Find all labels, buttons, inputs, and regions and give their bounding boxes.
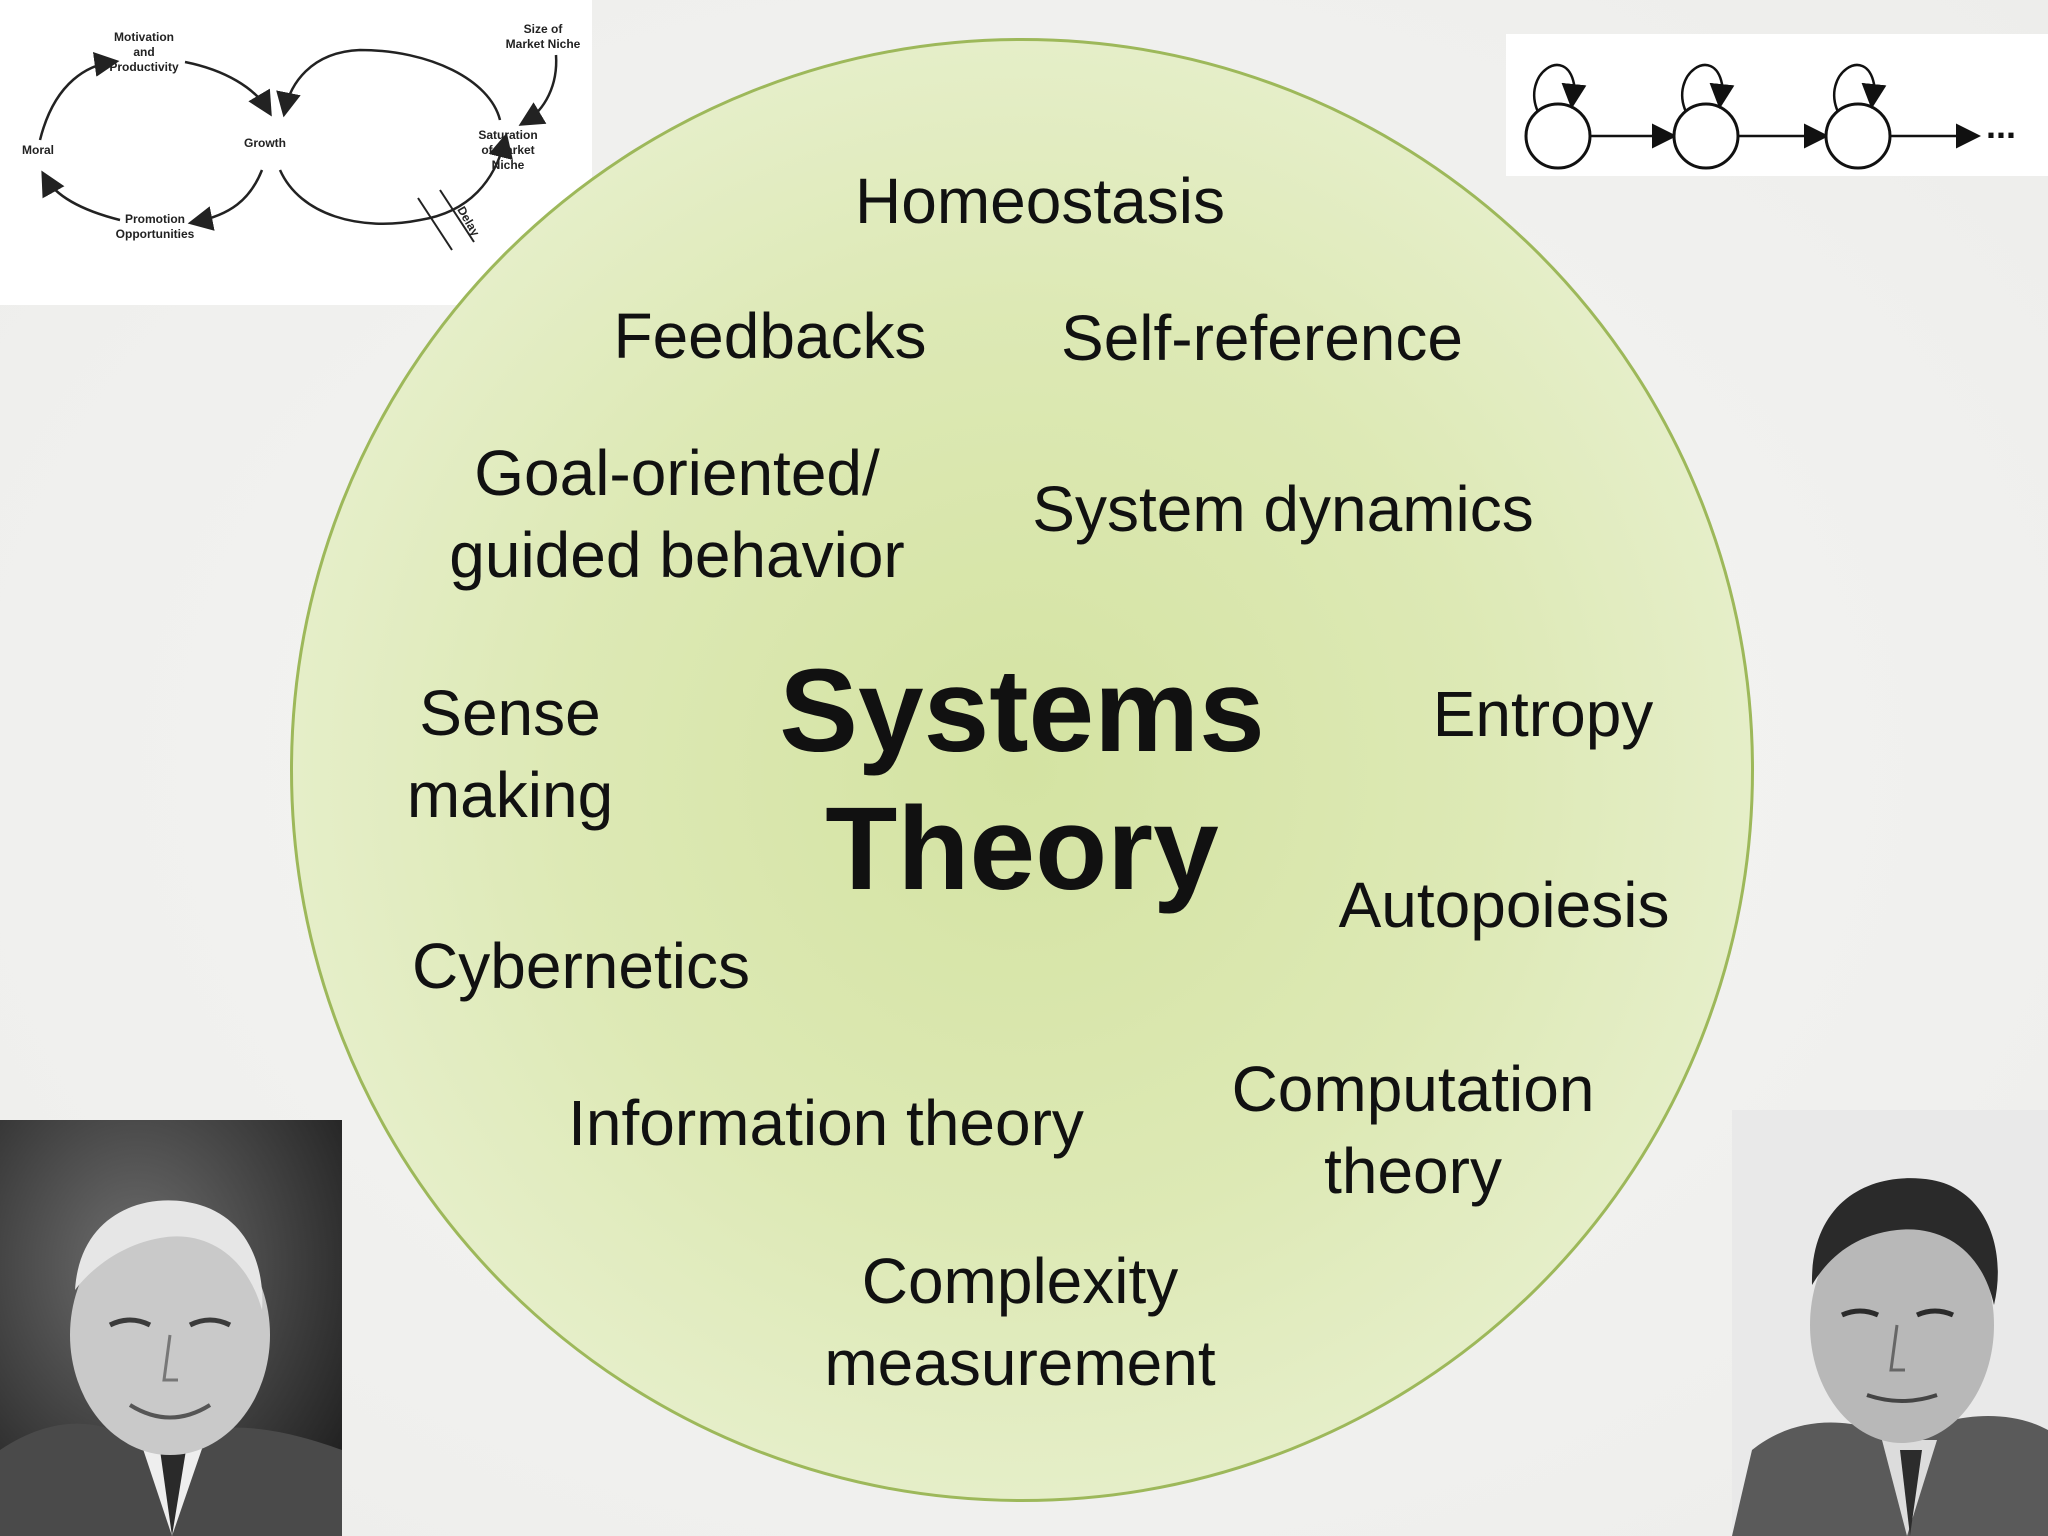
cld-growth-label: Growth xyxy=(244,136,286,151)
term-complexity-measurement: Complexity measurement xyxy=(824,1240,1215,1404)
term-goal-oriented: Goal-oriented/ guided behavior xyxy=(449,432,904,596)
cld-saturation-label: Saturation of Market Niche xyxy=(478,128,537,173)
state-node xyxy=(1526,104,1590,168)
cld-niche-size-label: Size of Market Niche xyxy=(506,22,581,52)
term-entropy: Entropy xyxy=(1433,673,1654,755)
term-information-theory: Information theory xyxy=(568,1082,1084,1164)
state-node xyxy=(1674,104,1738,168)
cld-promotion-label: Promotion Opportunities xyxy=(116,212,195,242)
chain-ellipsis: ... xyxy=(1986,106,2016,146)
state-chain-diagram: ... xyxy=(1506,34,2048,176)
term-self-reference: Self-reference xyxy=(1061,297,1463,379)
portrait-photo-left xyxy=(0,1120,342,1536)
term-sense-making: Sense making xyxy=(407,672,613,836)
portrait-photo-right xyxy=(1732,1110,2048,1536)
diagram-title: Systems Theory xyxy=(779,642,1264,918)
term-system-dynamics: System dynamics xyxy=(1032,468,1533,550)
cld-motivation-label: Motivation and Productivity xyxy=(109,30,178,75)
term-feedbacks: Feedbacks xyxy=(613,295,926,377)
term-computation-theory: Computation theory xyxy=(1232,1048,1595,1212)
term-homeostasis: Homeostasis xyxy=(855,160,1225,242)
term-cybernetics: Cybernetics xyxy=(412,925,750,1007)
state-chain-graphic xyxy=(1506,34,2048,176)
state-node xyxy=(1826,104,1890,168)
term-autopoiesis: Autopoiesis xyxy=(1339,864,1670,946)
cld-moral-label: Moral xyxy=(22,143,54,158)
